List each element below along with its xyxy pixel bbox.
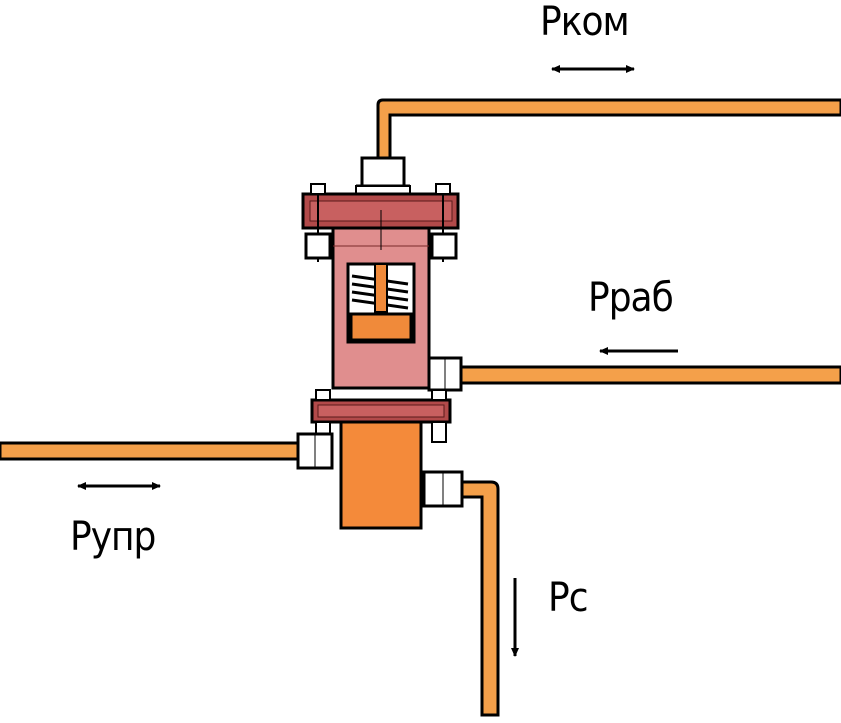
control-pipe [0, 441, 302, 461]
working-fitting [427, 356, 463, 392]
middle-flange [310, 389, 452, 443]
working-pressure-label: Pраб [588, 275, 674, 321]
drain-fitting [422, 470, 464, 508]
command-pressure-label: Pком [540, 0, 630, 45]
working-pipe [458, 365, 841, 385]
control-fitting [296, 432, 334, 470]
flow-arrows [77, 65, 678, 657]
drain-pipe [458, 480, 500, 717]
top-fitting [355, 156, 411, 195]
control-pressure-label: Pупр [70, 514, 156, 560]
lower-body [339, 420, 423, 530]
drain-pressure-label: Pс [548, 575, 588, 621]
command-pipe [376, 98, 841, 164]
upper-body [304, 210, 458, 390]
